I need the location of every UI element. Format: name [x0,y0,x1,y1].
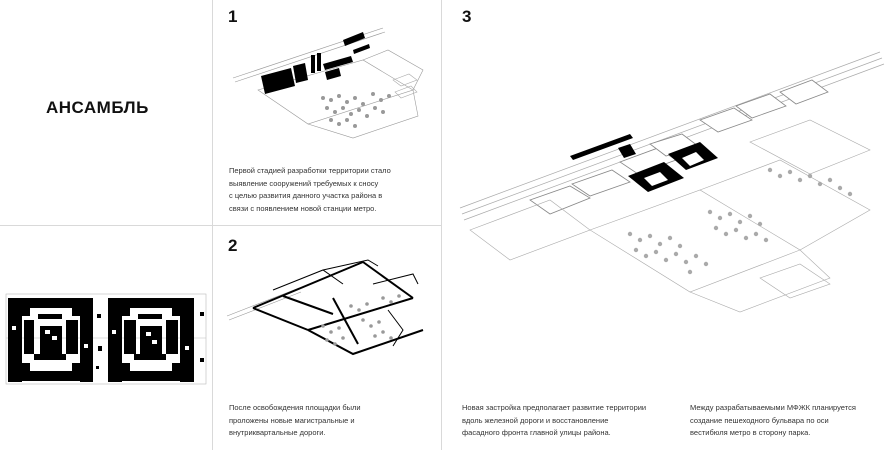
step-2-line: внутриквартальные дороги. [229,428,326,437]
step-3-line: Между разрабатываемыми МФЖК планируется [690,403,856,412]
step-3-number: 3 [462,7,472,26]
step-2-drawing [226,259,424,356]
step-3-description-left: Новая застройка предполагает развитие те… [462,402,646,440]
step-3-line: Новая застройка предполагает развитие те… [462,403,647,412]
divider-horizontal [0,225,441,226]
step-3-drawing [459,51,885,313]
step-1-line: связи с появлением новой станции метро. [229,203,377,213]
step-3-line: фасадного фронта главной улицы района. [462,428,611,437]
step-1-line: выявление сооружений требуемых к сносу [229,178,379,188]
step-1-line: Первой стадией разработки территории ста… [229,166,391,175]
page-title: АНСАМБЛЬ [46,98,149,117]
step-3-description-right: Между разрабатываемыми МФЖК планируется … [690,402,856,440]
step-1-description: Первой стадией разработки территории ста… [229,165,391,215]
step-2-description: После освобождения площадки были проложе… [229,402,361,440]
ensemble-plan-drawing [5,293,207,385]
step-1-drawing [232,27,424,139]
step-2-line: После освобождения площадки были [229,403,361,412]
divider-vertical-right [441,0,442,450]
step-2-number: 2 [228,236,238,255]
step-3-line: вдоль железной дороги и восстановление [462,415,609,425]
step-3-line: создание пешеходного бульвара по оси [690,415,829,425]
step-2-line: проложены новые магистральные и [229,415,355,425]
step-3-line: вестибюля метро в сторону парка. [690,428,811,437]
step-1-line: с целью развития данного участка района … [229,191,383,200]
step-1-number: 1 [228,7,238,26]
